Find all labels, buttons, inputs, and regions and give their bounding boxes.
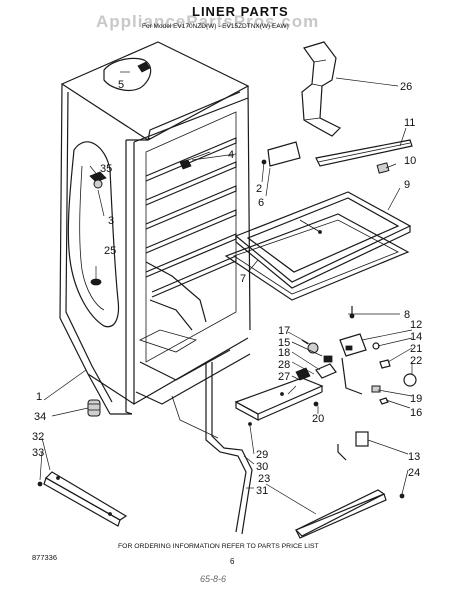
callout-5: 5 [118,79,124,91]
page-number: 6 [230,557,235,566]
part-2-bracket [261,141,301,167]
callout-2: 2 [256,183,262,195]
callout-1: 1 [36,391,42,403]
leader-lines [39,71,413,515]
callout-28: 28 [278,359,290,371]
callout-10: 10 [404,155,416,167]
callout-23: 23 [258,473,270,485]
page-title: LINER PARTS [192,4,289,19]
part-11-shelf-front [315,139,413,167]
callout-13: 13 [408,451,420,463]
callout-14: 14 [410,331,422,343]
switch-assembly [339,333,417,405]
callout-26: 26 [400,81,412,93]
callout-33: 33 [32,447,44,459]
part-20-screw [313,401,319,407]
part-7-door-gasket [224,213,410,301]
part-27-deflector [234,367,324,426]
part-32-hinge [37,471,128,527]
part-23-strip [294,489,405,539]
callout-17: 17 [278,325,290,337]
callout-35: 35 [100,163,112,175]
callout-16: 16 [410,407,422,419]
callout-11: 11 [404,117,415,129]
callout-31: 31 [256,485,268,497]
callout-29: 29 [256,449,268,461]
callout-25: 25 [104,245,116,257]
cabinet-liner [59,41,251,439]
callout-24: 24 [408,467,420,479]
model-line: For Model EV170NZD(W) - EV15ZDTNX(W) EAW… [142,23,289,30]
part-31-drain-tube [205,362,253,535]
part-9-door-pan [234,191,412,289]
part-8-screw [349,306,355,319]
callout-27: 27 [278,371,290,383]
part-26-duct [301,41,342,137]
callout-21: 21 [410,343,422,355]
callout-8: 8 [404,309,410,321]
callout-22: 22 [410,355,422,367]
callout-labels: 26 11 10 9 4 2 6 7 8 5 35 3 25 1 34 32 3… [32,79,422,497]
callout-6: 6 [258,197,264,209]
callout-34: 34 [34,411,46,423]
callout-3: 3 [108,215,114,227]
callout-12: 12 [410,319,422,331]
callout-20: 20 [312,413,324,425]
part-34-grommet [87,399,101,417]
callout-32: 32 [32,431,44,443]
ordering-note: FOR ORDERING INFORMATION REFER TO PARTS … [118,543,319,550]
callout-4: 4 [228,149,234,161]
callout-18: 18 [278,347,290,359]
part-10-clip [376,162,390,174]
callout-30: 30 [256,461,268,473]
watermark: AppliancePartsPros.com [96,12,319,31]
callout-7: 7 [240,273,246,285]
callout-9: 9 [404,179,410,191]
doc-number: 877336 [32,553,57,562]
callout-19: 19 [410,393,422,405]
handwritten-note: 65-8-6 [200,574,226,584]
part-13-clip [337,431,369,461]
callout-15: 15 [278,337,290,349]
